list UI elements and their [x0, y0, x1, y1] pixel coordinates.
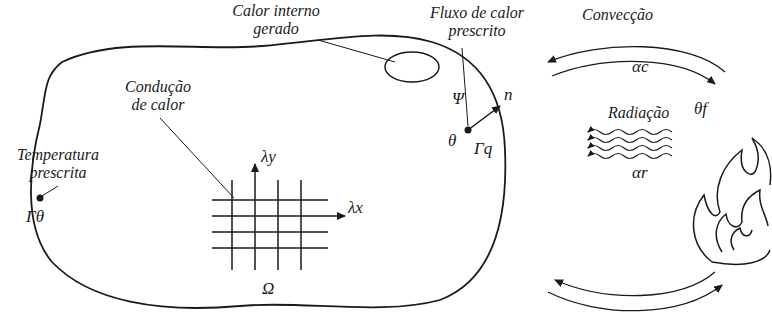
symbol-label: Ψ	[452, 90, 464, 108]
body-outline	[31, 35, 505, 307]
callout-label: Calor interno gerado	[228, 2, 324, 38]
symbol-label: θ	[448, 132, 456, 150]
symbol-label: Ω	[262, 280, 274, 298]
symbol-label: Γq	[474, 140, 492, 158]
callout-label: Condução de calor	[118, 78, 198, 114]
symbol-label: αc	[632, 58, 648, 76]
symbol-label: λx	[348, 199, 363, 217]
leader-lines	[42, 40, 468, 198]
normal-vector	[468, 106, 500, 130]
symbol-label: θf	[694, 100, 707, 118]
conduction-grid	[212, 164, 345, 270]
callout-label: Temperatura prescrita	[4, 146, 112, 182]
boundary-point	[37, 195, 44, 202]
symbol-label: Γθ	[26, 208, 44, 226]
symbol-label: n	[504, 86, 513, 104]
heat-source	[385, 52, 439, 82]
symbol-label: αr	[632, 164, 648, 182]
convection-arrows	[548, 47, 725, 311]
callout-label: Convecção	[582, 6, 653, 24]
symbol-label: λy	[261, 148, 276, 166]
radiation-waves	[588, 130, 672, 159]
callout-label: Fluxo de calor prescrito	[418, 4, 536, 40]
fire-symbol	[694, 138, 771, 264]
callout-label: Radiação	[608, 104, 669, 122]
